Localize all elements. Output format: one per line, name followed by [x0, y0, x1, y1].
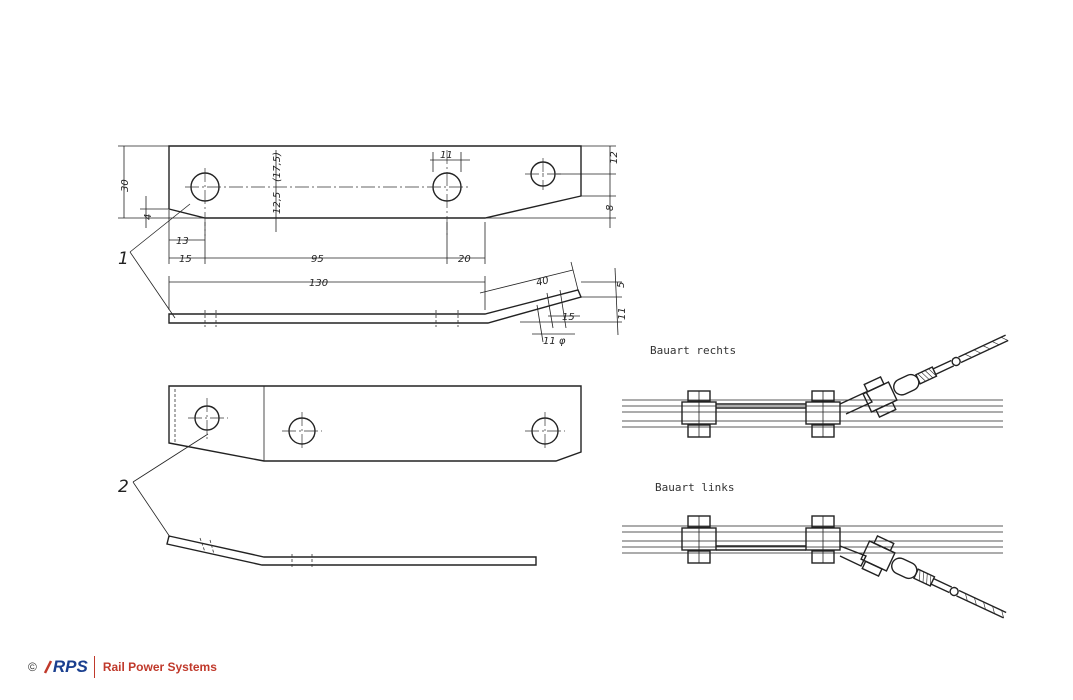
dim-5: 5	[616, 282, 627, 288]
dim-17-5: (17,5)	[272, 152, 283, 182]
logo-divider	[93, 656, 95, 678]
dim-15-side: 15	[562, 312, 575, 323]
dim-12-5: 12,5	[272, 192, 283, 214]
dim-15: 15	[179, 254, 192, 265]
dim-4: 4	[143, 214, 154, 220]
logo-text: RPS	[52, 657, 88, 676]
rps-logo: RPS	[43, 657, 88, 677]
dim-40: 40	[535, 275, 550, 289]
part1-leader	[129, 203, 191, 319]
assembly-right	[622, 334, 1009, 438]
brand-name: Rail Power Systems	[102, 660, 217, 674]
dim-11-side: 11	[617, 307, 628, 320]
caption-bauart-rechts: Bauart rechts	[650, 344, 736, 357]
part-label-2: 2	[118, 477, 129, 497]
dim-20: 20	[458, 254, 471, 265]
dim-11-top: 11	[440, 150, 453, 161]
assembly-left	[622, 515, 1007, 619]
copyright-symbol: ©	[28, 660, 37, 674]
part1-side-view	[168, 261, 622, 343]
dim-13: 13	[176, 236, 189, 247]
part2-leader	[132, 433, 209, 538]
part2-top-view	[168, 385, 582, 462]
dim-130: 130	[309, 278, 328, 289]
caption-bauart-links: Bauart links	[655, 481, 734, 494]
footer: © RPS Rail Power Systems	[28, 655, 217, 679]
part2-side-view	[166, 535, 537, 568]
logo-arrow-icon	[43, 660, 52, 674]
dim-12: 12	[609, 151, 620, 164]
part1-top-view	[118, 145, 616, 264]
dim-30: 30	[120, 179, 131, 192]
dim-8: 8	[605, 205, 616, 211]
dim-95: 95	[311, 254, 324, 265]
dim-11-phi: 11 φ	[543, 336, 566, 347]
part-label-1: 1	[118, 249, 129, 269]
